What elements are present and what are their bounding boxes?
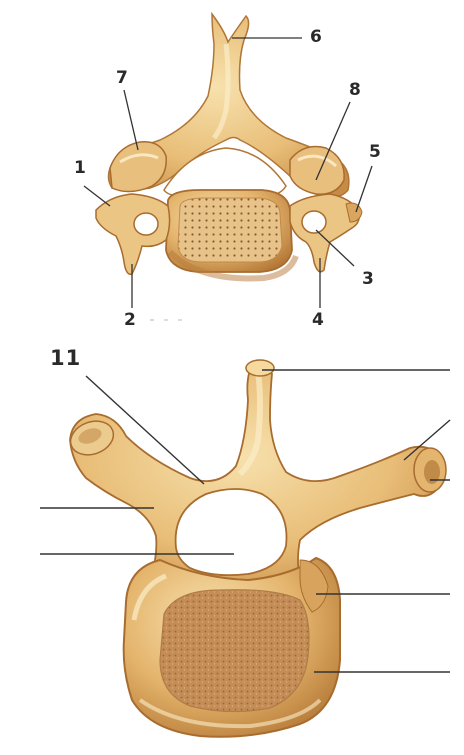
- label-1: 1: [74, 158, 86, 178]
- pointer-5: [355, 165, 373, 213]
- label-5: 5: [369, 142, 381, 162]
- pointer-7: [123, 89, 139, 151]
- left-transverse-process: [95, 193, 171, 275]
- pointer-transverse: [403, 419, 451, 461]
- label-11: 11: [50, 346, 82, 370]
- pointer-11: [85, 375, 205, 485]
- label-7: 7: [116, 68, 128, 88]
- cervical-vertebra: [95, 11, 363, 282]
- pointer-1: [83, 185, 111, 207]
- right-articular-process: [289, 145, 345, 195]
- thoracic-vertebra: [69, 359, 447, 738]
- right-transverse-foramen: [301, 210, 327, 234]
- cervical-pointers: [83, 37, 373, 308]
- thoracic-vertebral-foramen: [174, 488, 288, 577]
- label-3: 3: [362, 269, 374, 289]
- pointer-8: [315, 101, 351, 181]
- pointer-3: [315, 229, 355, 267]
- spongy-bone: [159, 589, 310, 713]
- spinous-process-tip: [245, 359, 275, 377]
- label-4: 4: [312, 310, 324, 330]
- label-2: 2: [124, 310, 136, 330]
- label-6: 6: [310, 27, 322, 47]
- thoracic-pointers: [40, 369, 451, 673]
- left-articular-process: [109, 141, 167, 193]
- label-8: 8: [349, 80, 361, 100]
- left-transverse-foramen: [133, 212, 159, 236]
